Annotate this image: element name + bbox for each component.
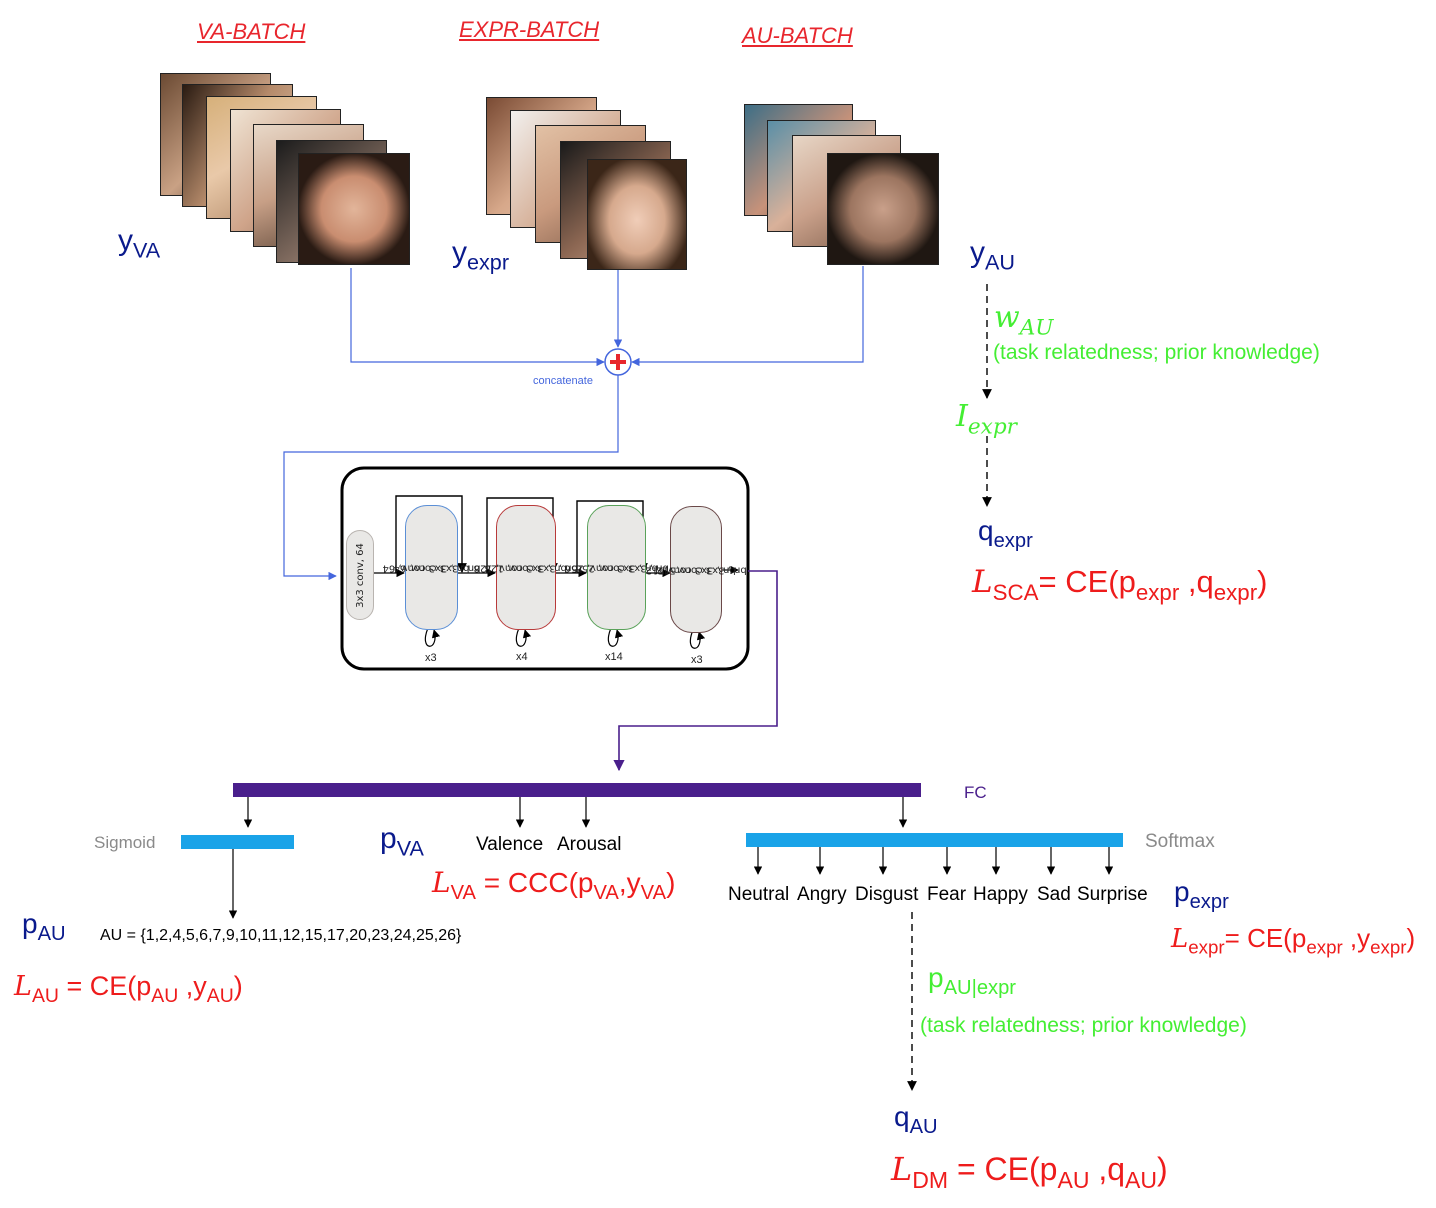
au-face-image xyxy=(827,153,939,265)
arousal-label: Arousal xyxy=(557,834,622,855)
expr-class-neutral: Neutral xyxy=(728,884,790,905)
dm-note: (task relatedness; prior knowledge) xyxy=(920,1014,1247,1037)
q-expr-label: qexpr xyxy=(978,515,1033,553)
network-to-fc-arrow xyxy=(613,570,778,772)
expr-class-fear: Fear xyxy=(927,884,967,905)
y-au-label: yAU xyxy=(970,236,1015,275)
repeat-128: x4 xyxy=(516,651,528,663)
loss-va: LVA = CCC(pVA,yVA) xyxy=(432,866,676,905)
q-au-label: qAU xyxy=(894,1101,938,1139)
repeat-256: x14 xyxy=(605,651,623,663)
expr-class-happy: Happy xyxy=(973,884,1028,905)
y-expr-label: yexpr xyxy=(452,236,510,275)
expr-class-sad: Sad xyxy=(1037,884,1071,905)
va-face-image xyxy=(298,153,410,265)
p-va-label: pVA xyxy=(380,822,424,861)
p-expr-label: pexpr xyxy=(1174,876,1229,914)
va-to-concat-arrow xyxy=(350,268,605,367)
expr-class-surprise: Surprise xyxy=(1077,884,1148,905)
repeat-512: x3 xyxy=(691,654,703,666)
y-va-label: yVA xyxy=(118,224,161,263)
expr-batch-title: EXPR-BATCH xyxy=(459,17,600,42)
softmax-label: Softmax xyxy=(1145,831,1215,852)
w-au-label: wAU xyxy=(994,300,1054,341)
loss-sca: LSCA= CE(pexpr ,qexpr) xyxy=(972,564,1268,605)
au-to-concat-arrow xyxy=(631,266,864,367)
sigmoid-label: Sigmoid xyxy=(94,833,156,852)
valence-label: Valence xyxy=(476,834,544,855)
conv-block-0: 3x3 conv, 64 xyxy=(346,530,374,620)
repeat-64: x3 xyxy=(425,652,437,664)
fc-layer xyxy=(233,783,921,797)
concat-to-network-arrow xyxy=(283,375,619,581)
p-au-label: pAU xyxy=(22,908,66,946)
fc-label: FC xyxy=(964,783,987,802)
i-expr-label: Iexpr xyxy=(956,399,1017,440)
loss-expr: Lexpr= CE(pexpr ,yexpr) xyxy=(1171,923,1416,958)
sigmoid-layer xyxy=(181,835,294,849)
concatenate-label: concatenate xyxy=(533,375,593,387)
expr-class-disgust: Disgust xyxy=(855,884,919,905)
expr-face-image xyxy=(587,159,687,270)
expr-class-angry: Angry xyxy=(797,884,847,905)
w-au-note: (task relatedness; prior knowledge) xyxy=(993,341,1320,364)
softmax-layer xyxy=(746,833,1123,847)
p-au-expr-label: pAU|expr xyxy=(928,962,1017,1000)
loss-dm: LDM = CE(pAU ,qAU) xyxy=(891,1150,1168,1194)
loss-au: LAU = CE(pAU ,yAU) xyxy=(14,971,243,1007)
va-batch-title: VA-BATCH xyxy=(197,19,306,44)
au-batch-title: AU-BATCH xyxy=(742,23,853,48)
au-set: AU = {1,2,4,5,6,7,9,10,11,12,15,17,20,23… xyxy=(100,927,462,944)
